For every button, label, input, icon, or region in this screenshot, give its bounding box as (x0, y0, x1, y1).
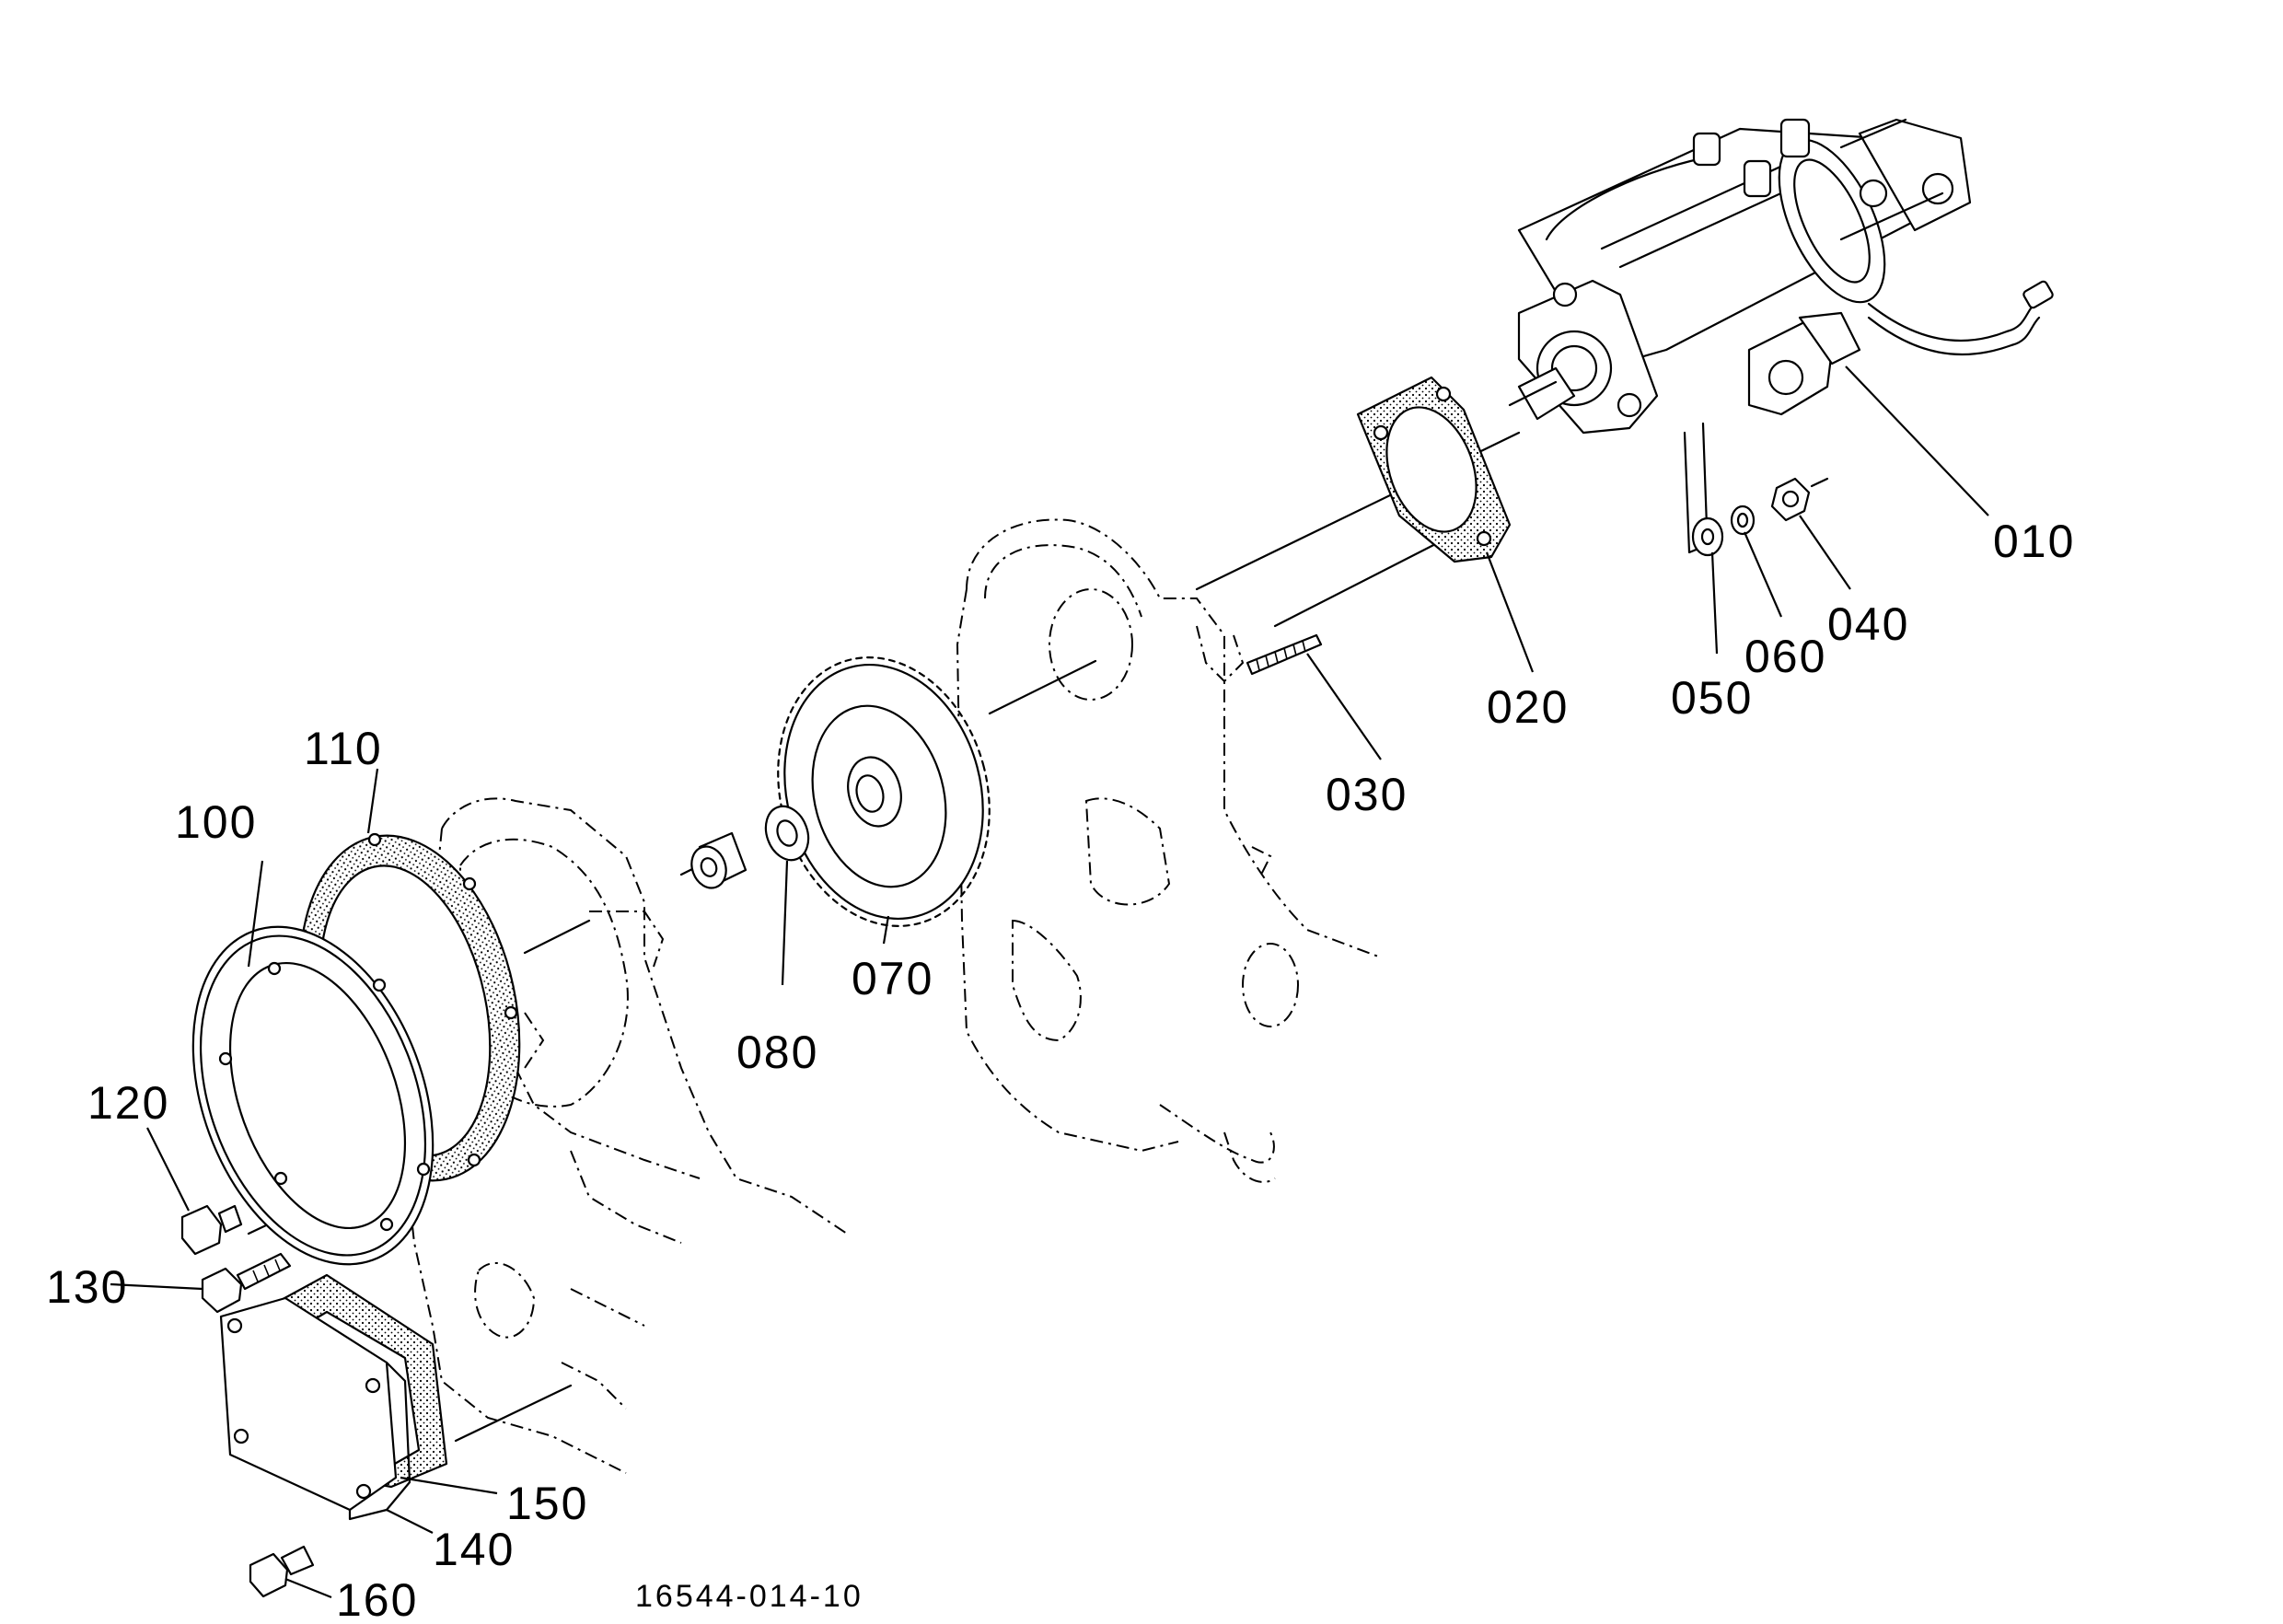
callout-160: 160 (336, 1574, 418, 1624)
callout-080: 080 (736, 1027, 818, 1078)
bolt-120 (180, 1204, 243, 1256)
callout-010: 010 (1993, 516, 2075, 567)
callout-100: 100 (175, 796, 257, 848)
callout-060: 060 (1744, 631, 1826, 682)
nut-040 (1770, 477, 1829, 522)
callout-120: 120 (87, 1077, 169, 1129)
gear-case-cover-100 (191, 925, 435, 1266)
callout-030: 030 (1326, 769, 1408, 820)
bolt-130 (201, 1252, 292, 1314)
idle-gear-070 (777, 656, 991, 927)
cover-plate-140 (219, 1296, 411, 1521)
pump-gasket-020 (1356, 376, 1512, 563)
drawing-code: 16544-014-10 (635, 1579, 863, 1614)
gear-case-outline (956, 518, 1382, 1183)
callout-130: 130 (46, 1261, 128, 1313)
spring-washer-060 (1730, 505, 1756, 536)
leader-lines (110, 365, 1989, 1599)
callout-070: 070 (852, 953, 933, 1004)
plain-washer-050 (1691, 516, 1724, 557)
callout-040: 040 (1827, 598, 1909, 650)
callout-labels: 010 020 030 040 050 060 070 080 100 110 … (46, 516, 2075, 1624)
bolt-160 (249, 1545, 315, 1598)
collar-080 (764, 805, 810, 862)
stud-030 (1246, 633, 1323, 676)
callout-020: 020 (1487, 681, 1569, 733)
callout-110: 110 (304, 723, 383, 774)
injection-pump-010 (1508, 118, 2054, 554)
callout-050: 050 (1671, 672, 1753, 724)
callout-140: 140 (433, 1524, 515, 1575)
callout-150: 150 (506, 1478, 588, 1529)
bushing (690, 831, 747, 889)
